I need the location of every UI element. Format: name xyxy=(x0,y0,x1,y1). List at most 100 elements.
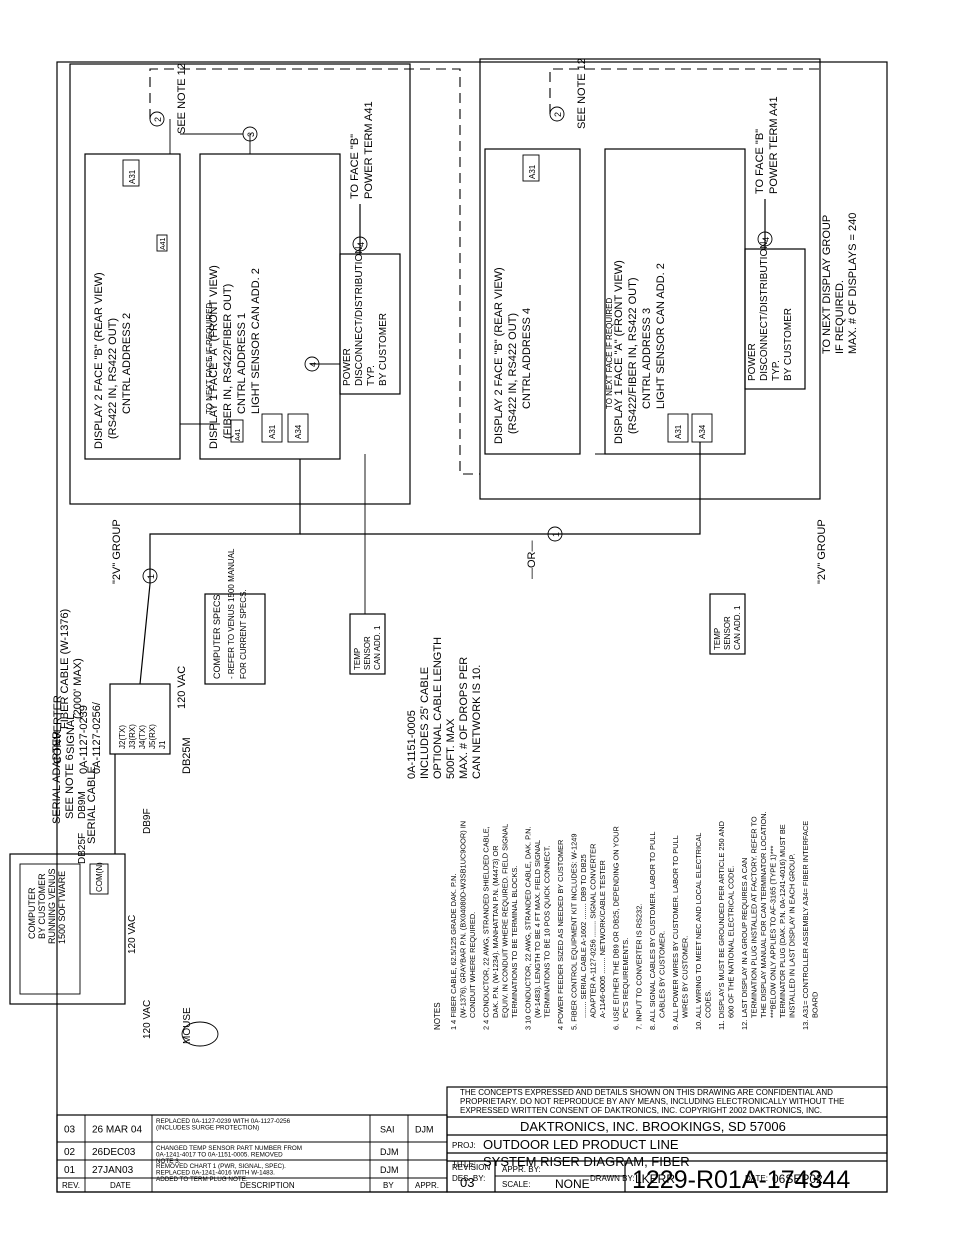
note-item: 11. DISPLAYS MUST BE GROUNDED PER ARTICL… xyxy=(717,821,736,1030)
svg-text:4: 4 xyxy=(308,362,318,367)
rev-header-date: DATE xyxy=(110,1181,131,1190)
to-next-group-2: IF REQUIRED. xyxy=(834,280,846,354)
svg-text:TITLE:: TITLE: xyxy=(452,1160,476,1169)
rev-description: CHANGED TEMP SENSOR PART NUMBER FROM xyxy=(156,1145,302,1152)
left-face-a-line3: CNTRL ADDRESS 1 xyxy=(236,313,248,414)
rev-header-desc: DESCRIPTION xyxy=(240,1181,295,1190)
svg-text:MAX. # OF DROPS PER: MAX. # OF DROPS PER xyxy=(458,657,470,779)
computer-specs-box xyxy=(204,593,266,685)
svg-text:INCLUDES 25' CABLE: INCLUDES 25' CABLE xyxy=(419,667,431,779)
svg-text:DB9M: DB9M xyxy=(77,791,88,819)
svg-text:POWER TERM A41: POWER TERM A41 xyxy=(363,101,375,199)
rev-date: 26DEC03 xyxy=(92,1147,136,1158)
svg-text:FOR CURRENT SPECS.: FOR CURRENT SPECS. xyxy=(239,589,248,679)
svg-text:SENSOR: SENSOR xyxy=(363,636,372,670)
svg-text:4: 4 xyxy=(761,237,771,242)
svg-text:500FT. MAX: 500FT. MAX xyxy=(445,718,457,779)
com-port xyxy=(89,863,109,895)
note-item: 6. USE EITHER THE DB9 OR DB25, DEPENDING… xyxy=(612,826,631,1030)
svg-text:CAN NETWORK IS 10.: CAN NETWORK IS 10. xyxy=(471,665,483,779)
svg-text:POWER TERM A41: POWER TERM A41 xyxy=(768,96,780,194)
svg-text:1: 1 xyxy=(551,532,561,537)
company: DAKTRONICS, INC. BROOKINGS, SD 57006 xyxy=(520,1119,786,1134)
notes-title: NOTES xyxy=(433,1002,442,1030)
left-face-a-box xyxy=(199,153,341,460)
svg-text:OPTIONAL CABLE LENGTH: OPTIONAL CABLE LENGTH xyxy=(432,637,444,779)
svg-text:CAN ADD. 1: CAN ADD. 1 xyxy=(733,605,742,650)
rev-header-by: BY xyxy=(383,1181,394,1190)
confidential-line2: PROPRIETARY. DO NOT REPRODUCE BY ANY MEA… xyxy=(460,1097,844,1106)
svg-text:DISCONNECT/DISTRIBUTION: DISCONNECT/DISTRIBUTION xyxy=(354,247,365,386)
svg-text:TYP.: TYP. xyxy=(771,360,782,381)
rev-description: ADDED TO TERM PLUG NOTE. xyxy=(156,1176,248,1183)
group-label-right: "2V" GROUP xyxy=(816,519,828,584)
svg-text:BY CUSTOMER: BY CUSTOMER xyxy=(378,313,389,386)
rev-header-rev: REV. xyxy=(62,1181,80,1190)
svg-text:DISPLAY 1 FACE "A" (FRONT VIEW: DISPLAY 1 FACE "A" (FRONT VIEW) xyxy=(613,260,625,444)
rev-date: 26 MAR 04 xyxy=(92,1125,142,1136)
svg-text:PROJ:: PROJ: xyxy=(452,1141,476,1150)
left-face-b-box xyxy=(84,153,181,460)
svg-text:A41: A41 xyxy=(160,237,167,250)
note-item: 5. FIBER CONTROL EQUIPMENT KIT INCLUDES:… xyxy=(570,834,608,1030)
revision: 03 xyxy=(460,1175,474,1190)
to-next-group-1: TO NEXT DISPLAY GROUP xyxy=(821,215,833,354)
connector-a34: A34 xyxy=(294,424,303,439)
rev-description: 0A-1241-4017 TO 0A-1151-0005. REMOVED xyxy=(156,1152,283,1159)
rev-date: 27JAN03 xyxy=(92,1165,134,1176)
note-item: 13. A31= CONTROLLER ASSEMBLY A34= FIBER … xyxy=(801,821,820,1030)
svg-text:BY CUSTOMER: BY CUSTOMER xyxy=(783,308,794,381)
to-next-face-left: TO NEXT FACE IF REQUIRED xyxy=(205,303,214,415)
svg-text:DES. BY:: DES. BY: xyxy=(452,1174,485,1183)
rev-description: (INCLUDES SURGE PROTECTION) xyxy=(156,1125,259,1132)
svg-text:COM(N): COM(N) xyxy=(95,862,104,892)
scale: NONE xyxy=(555,1177,590,1191)
svg-text:SERIAL CABLE: SERIAL CABLE xyxy=(86,766,98,844)
note-item: 7. INPUT TO CONVERTER IS RS232. xyxy=(635,904,644,1030)
svg-text:J2(TX): J2(TX) xyxy=(118,725,127,749)
svg-text:TYP.: TYP. xyxy=(366,365,377,386)
fiber-cable-line xyxy=(149,459,301,584)
connector-a31-face-a: A31 xyxy=(268,424,277,439)
svg-text:1500 SOFTWARE: 1500 SOFTWARE xyxy=(57,871,67,944)
svg-text:DATE:: DATE: xyxy=(745,1174,768,1183)
confidential-line3: EXPRESSED WRITTEN CONSENT OF DAKTRONICS,… xyxy=(460,1106,822,1115)
dashed-link-right xyxy=(549,68,820,114)
connector-a31: A31 xyxy=(128,169,137,184)
svg-text:SERIAL ADAPTER: SERIAL ADAPTER xyxy=(51,731,63,824)
rev-description: NOTE 3. xyxy=(156,1158,181,1165)
notes-block: NOTES 1 4 FIBER CABLE, 62.5/125 GRADE DA… xyxy=(433,811,820,1030)
title: SYSTEM RISER DIAGRAM, FIBER xyxy=(483,1154,690,1169)
rev-description: REPLACED 0A-1241-4016 WITH W-1483. xyxy=(156,1170,275,1177)
svg-text:CNTRL ADDRESS 3: CNTRL ADDRESS 3 xyxy=(641,308,653,409)
left-face-b-line1: DISPLAY 2 FACE "B" (REAR VIEW) xyxy=(93,272,105,449)
svg-text:DB25M: DB25M xyxy=(181,737,193,774)
see-note-12-left: SEE NOTE 12 xyxy=(176,63,188,134)
title-block: THE CONCEPTS EXPRESSED AND DETAILS SHOWN… xyxy=(446,1086,888,1194)
rev-number: 03 xyxy=(64,1125,76,1136)
note-item: 4 POWER FEEDER SIZED AS NEEDED BY CUSTOM… xyxy=(556,840,565,1030)
svg-text:DB25F: DB25F xyxy=(77,833,88,864)
svg-text:SENSOR: SENSOR xyxy=(723,616,732,650)
svg-text:J5(RX): J5(RX) xyxy=(148,724,157,749)
left-power-box xyxy=(339,253,401,395)
svg-text:TO NEXT FACE IF REQUIRED: TO NEXT FACE IF REQUIRED xyxy=(605,298,614,410)
svg-text:J1: J1 xyxy=(158,740,167,749)
svg-text:DRAWN BY:: DRAWN BY: xyxy=(590,1174,635,1183)
note-item: 12. LAST DISPLAY IN A GROUP REQUIRES A C… xyxy=(740,811,797,1030)
left-face-a-line2: (FIBER IN, RS422/FIBER OUT) xyxy=(222,284,234,439)
svg-text:4: 4 xyxy=(356,242,366,247)
note-item: 9. ALL POWER WIRES BY CUSTOMER. LABOR TO… xyxy=(671,835,690,1030)
svg-text:CAN ADD. 1: CAN ADD. 1 xyxy=(373,625,382,670)
temp-sensor-left xyxy=(349,613,386,675)
computer-vac: 120 VAC xyxy=(127,915,138,954)
see-note-12-right: SEE NOTE 12 xyxy=(576,58,588,129)
note-item: 10. ALL WIRING TO MEET NEC AND LOCAL ELE… xyxy=(694,833,713,1030)
svg-text:DISPLAY 2 FACE "B" (REAR VIEW): DISPLAY 2 FACE "B" (REAR VIEW) xyxy=(493,267,505,444)
svg-text:CONVERTER: CONVERTER xyxy=(52,695,64,764)
svg-text:POWER: POWER xyxy=(747,343,758,381)
svg-text:LIGHT SENSOR CAN ADD. 2: LIGHT SENSOR CAN ADD. 2 xyxy=(655,263,667,409)
rotated-diagram: DISPLAY 2 FACE "B" (REAR VIEW) (RS422 IN… xyxy=(9,58,859,1047)
